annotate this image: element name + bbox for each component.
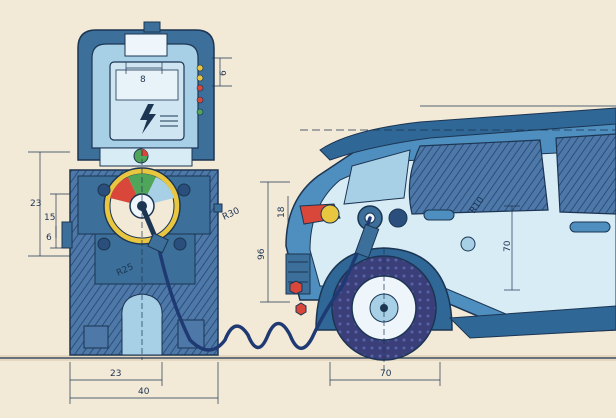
dim-car-96: 96 [257,248,267,260]
ground [0,355,616,361]
dim-car-70-horizontal: 70 [380,369,392,379]
dim-height-15: 15 [44,213,55,223]
dim-radius-30: R30 [221,206,242,223]
dim-top-width: 8 [140,75,146,85]
dim-height-23: 23 [30,199,41,209]
dim-base-40: 40 [138,387,150,397]
dim-base-23: 23 [110,369,121,379]
lightning-bolt-icon [140,104,156,134]
dim-height-6: 6 [46,233,52,243]
electric-car [285,107,616,361]
charging-cable [147,216,380,352]
dim-car-70-vertical: 70 [503,240,513,252]
dim-top-right: 6 [219,70,229,76]
charging-station [61,21,223,356]
dimension-lines [28,57,616,404]
dim-car-18: 18 [277,206,287,218]
